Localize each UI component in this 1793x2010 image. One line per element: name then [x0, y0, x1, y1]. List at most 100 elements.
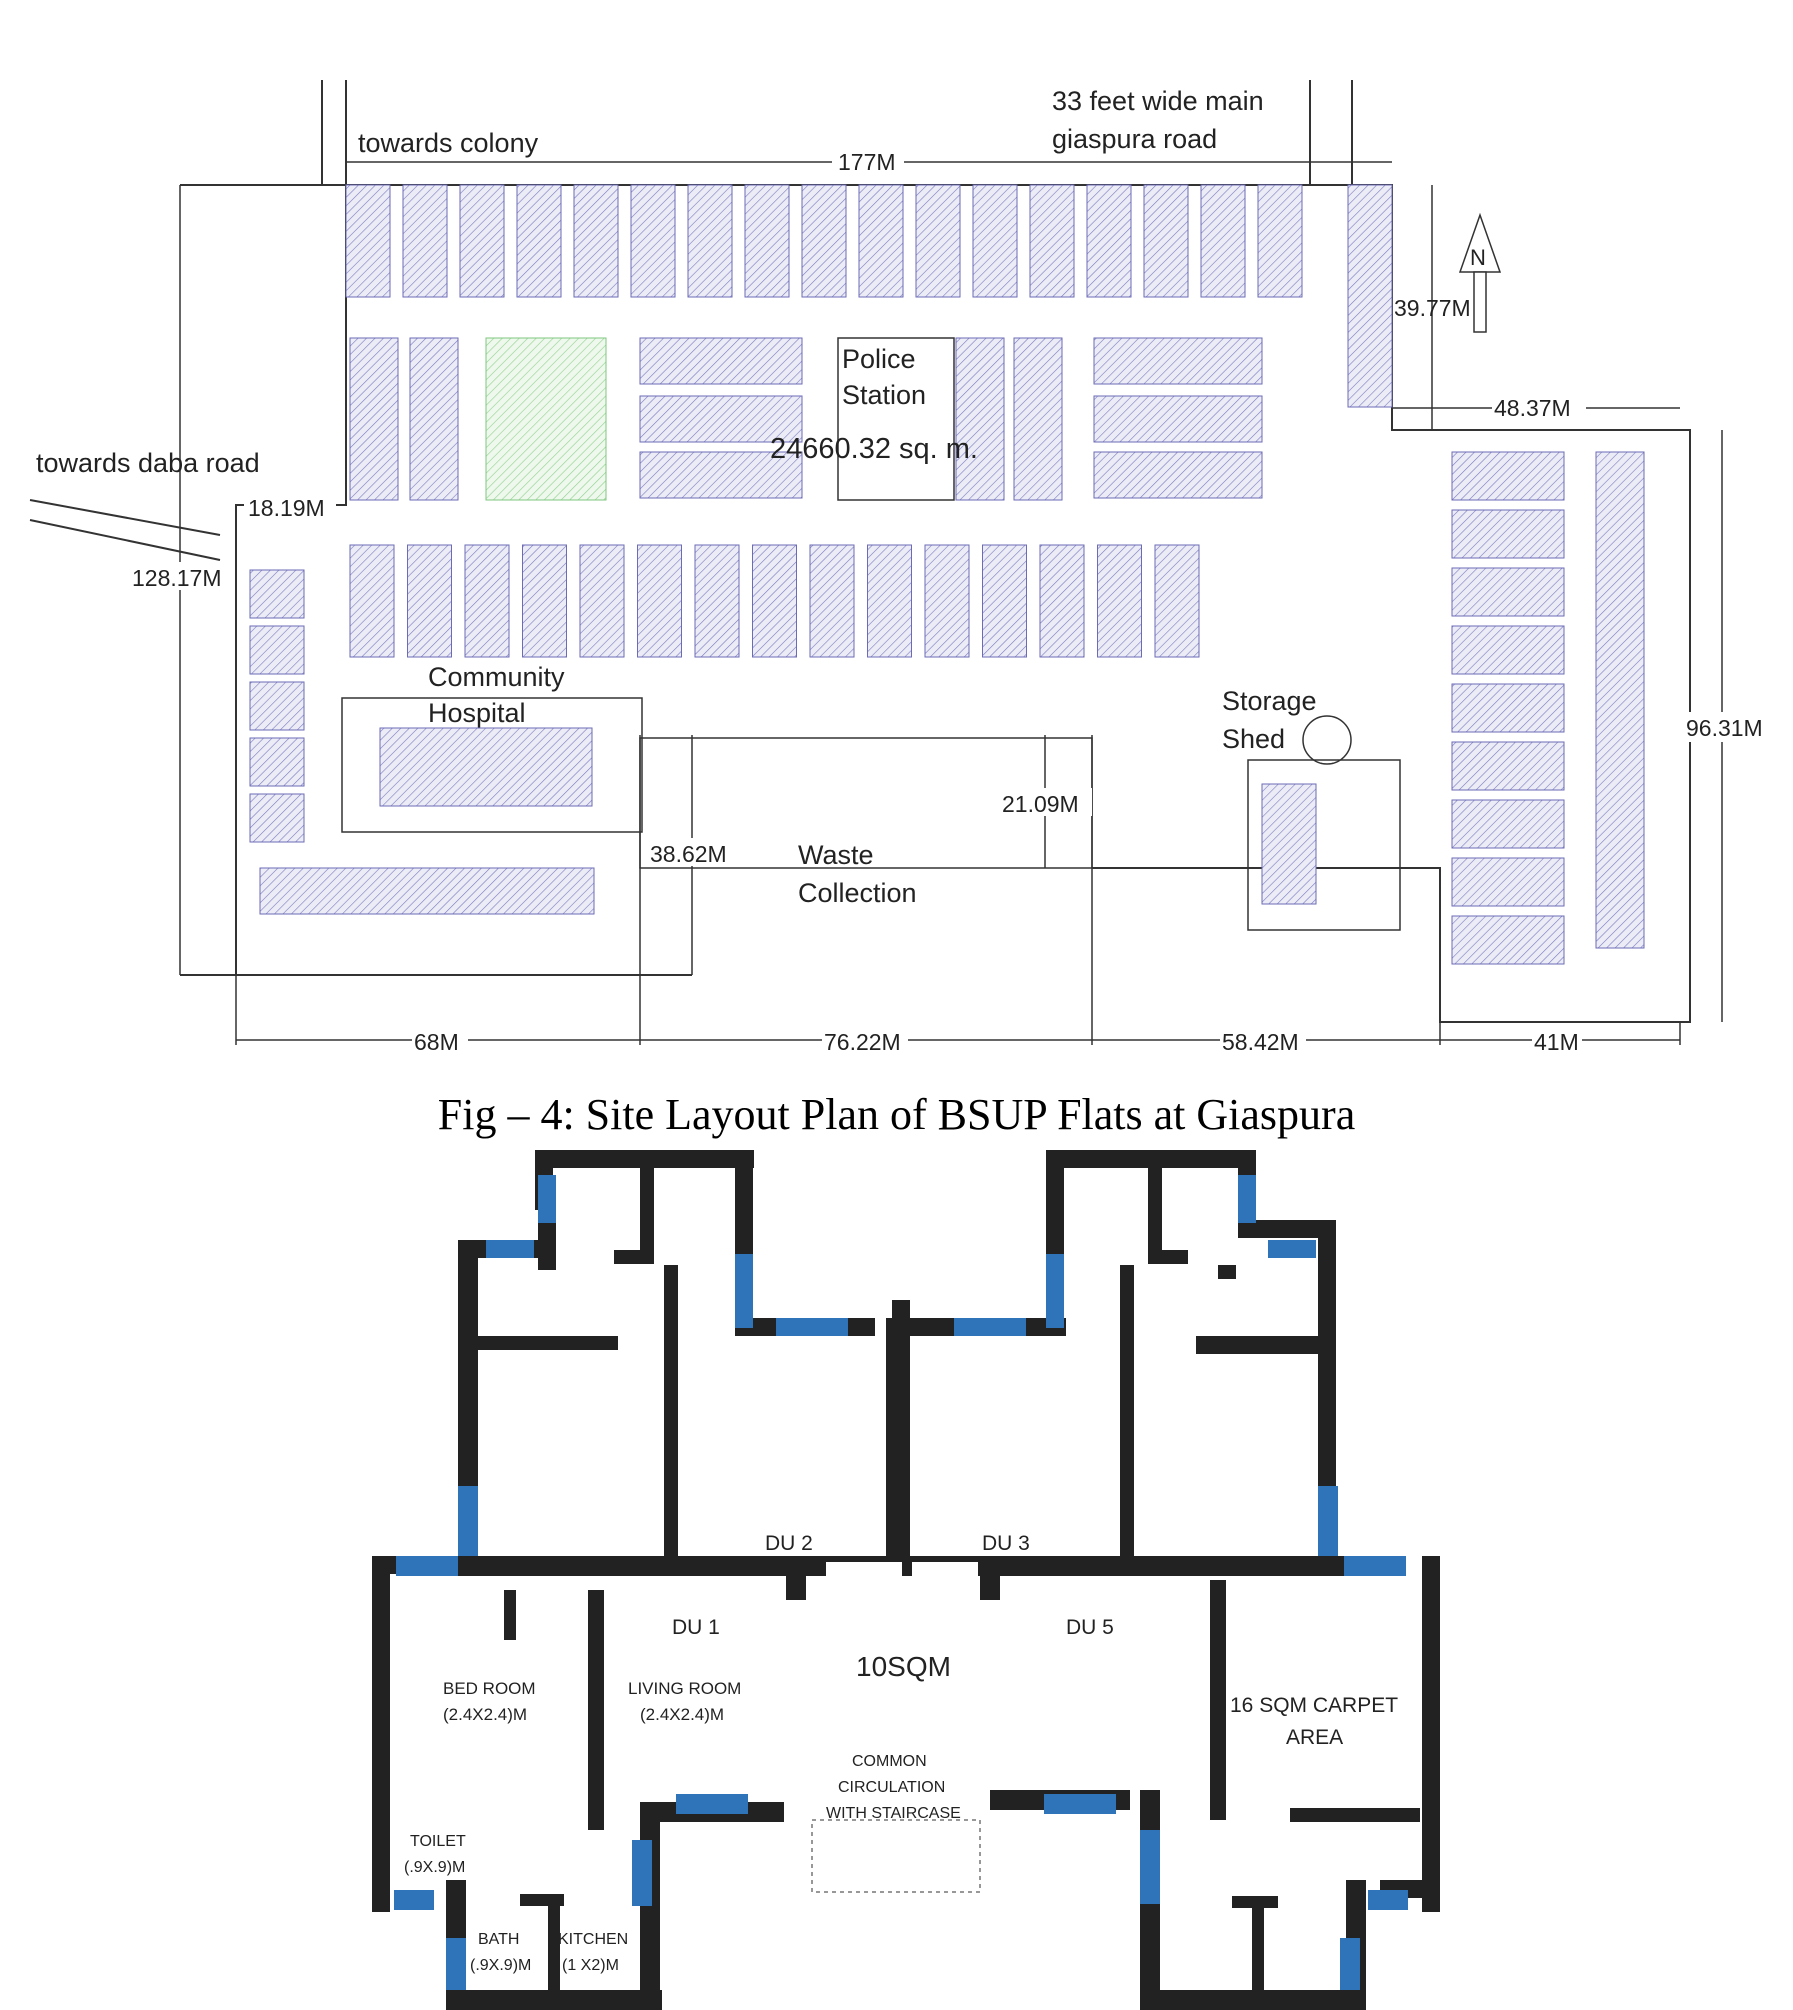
police-station-outline — [837, 337, 955, 501]
main-road-label-line1: 33 feet wide main — [1052, 86, 1264, 116]
dim-right-height: 96.31M — [1686, 715, 1763, 741]
wall-segment — [1046, 1150, 1256, 1168]
window-opening — [1340, 1938, 1360, 1990]
towards-daba-road-label: towards daba road — [36, 448, 260, 478]
wall-segment — [535, 1150, 754, 1168]
storage-shed-label-line2: Shed — [1222, 724, 1285, 754]
dimension-labels: 177M 128.17M 39.77M 48.37M 96.31M 18.19M… — [128, 148, 1776, 1055]
window-opening — [735, 1254, 753, 1328]
building-block — [249, 569, 305, 619]
window-opening — [458, 1486, 478, 1556]
police-station-label-line2: Station — [842, 380, 926, 410]
wall-segment — [1422, 1556, 1440, 1912]
community-hospital-outline — [341, 697, 643, 833]
building-block — [1093, 395, 1263, 443]
carpet-area-line1: 16 SQM CARPET — [1230, 1694, 1398, 1717]
common-line1: COMMON — [852, 1753, 927, 1770]
kitchen-size: (1 X2)M — [562, 1957, 619, 1974]
building-block — [1097, 544, 1142, 658]
living-room-size: (2.4X2.4)M — [640, 1705, 724, 1724]
building-block — [858, 184, 904, 298]
building-block — [630, 184, 676, 298]
building-block — [1451, 799, 1565, 849]
building-block — [409, 337, 459, 501]
window-opening — [776, 1318, 848, 1336]
wall-segment — [786, 1556, 806, 1600]
building-block — [522, 544, 567, 658]
window-opening — [1238, 1175, 1256, 1223]
building-block — [1595, 451, 1645, 949]
building-block — [637, 544, 682, 658]
building-block — [972, 184, 1018, 298]
building-block — [1143, 184, 1189, 298]
window-opening — [1318, 1486, 1338, 1556]
building-block — [379, 727, 593, 807]
dim-bottom-seg3: 58.42M — [1222, 1029, 1299, 1055]
building-block — [639, 451, 803, 499]
building-block — [1029, 184, 1075, 298]
du1-label: DU 1 — [672, 1616, 720, 1639]
building-block — [924, 544, 970, 658]
building-block — [459, 184, 505, 298]
building-block — [1347, 184, 1393, 408]
building-block — [687, 184, 733, 298]
common-line2: CIRCULATION — [838, 1779, 945, 1796]
building-block — [1200, 184, 1246, 298]
site-area-label: 24660.32 sq. m. — [770, 433, 978, 465]
wall-segment — [588, 1590, 604, 1830]
building-block — [516, 184, 562, 298]
dim-offset-right: 48.37M — [1494, 395, 1571, 421]
north-label: N — [1470, 245, 1486, 270]
building-block — [1039, 544, 1085, 658]
police-station-label-line1: Police — [842, 344, 916, 374]
door-openings — [792, 1562, 1006, 1676]
wall-segment — [640, 1165, 654, 1251]
towards-colony-label: towards colony — [358, 128, 539, 158]
wall-segment — [1148, 1250, 1188, 1264]
wall-segment — [538, 1220, 556, 1270]
window-opening — [394, 1890, 434, 1910]
building-block — [349, 544, 395, 658]
window-opening — [1044, 1794, 1116, 1814]
building-block — [1261, 783, 1317, 905]
building-block — [345, 184, 391, 298]
wall-segment — [504, 1590, 516, 1640]
window-opening — [1344, 1556, 1406, 1576]
wall-segment — [478, 1336, 618, 1350]
building-block — [579, 544, 625, 658]
site-layout-plan: N towards colony 33 feet wide main giasp… — [29, 80, 1776, 1055]
dim-waste-height: 38.62M — [650, 841, 727, 867]
community-hospital-label-line1: Community — [428, 662, 565, 692]
building-block — [1093, 337, 1263, 385]
building-block — [694, 544, 740, 658]
building-block — [249, 737, 305, 787]
window-opening — [954, 1318, 1026, 1336]
bed-room-size: (2.4X2.4)M — [443, 1705, 527, 1724]
building-block — [867, 544, 912, 658]
building-block — [1451, 567, 1565, 617]
window-opening — [676, 1794, 748, 1814]
building-block — [407, 544, 452, 658]
window-opening — [538, 1175, 556, 1223]
building-block — [639, 395, 803, 443]
building-block — [349, 337, 399, 501]
bath-size: (.9X.9)M — [470, 1957, 531, 1974]
wall-segment — [614, 1250, 654, 1264]
building-block — [1451, 509, 1565, 559]
building-block — [1086, 184, 1132, 298]
building-block — [259, 867, 595, 915]
wall-segment — [1210, 1580, 1226, 1820]
building-block — [1451, 625, 1565, 675]
building-block — [249, 793, 305, 843]
window-opening — [446, 1938, 466, 1990]
windows — [394, 1175, 1408, 1990]
wall-segment — [1140, 1990, 1360, 2010]
building-block — [573, 184, 619, 298]
building-block — [1451, 741, 1565, 791]
storage-shed-outline — [1247, 759, 1401, 931]
bath-label: BATH — [478, 1931, 519, 1948]
window-opening — [1268, 1240, 1316, 1258]
building-block — [1257, 184, 1303, 298]
wall-segment — [1252, 1898, 1264, 2008]
toilet-label: TOILET — [410, 1833, 466, 1850]
